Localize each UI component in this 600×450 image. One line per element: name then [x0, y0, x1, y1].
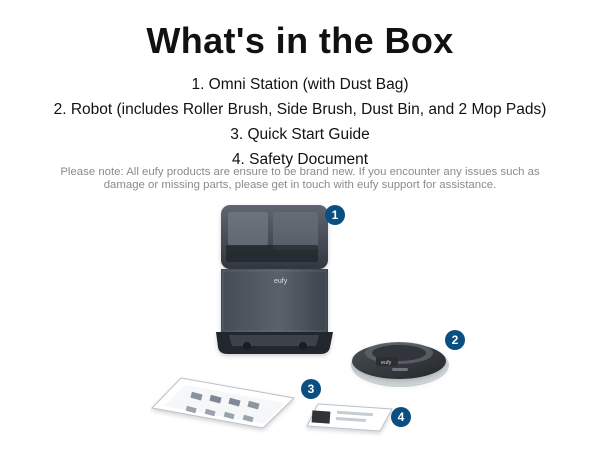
safety-text-line [335, 416, 367, 423]
station-wheel-right [299, 342, 307, 350]
safety-text-line [336, 410, 374, 417]
box-contents-illustration: eufy eufy [150, 205, 465, 432]
quick-start-guide [150, 377, 296, 429]
badge-1: 1 [325, 205, 345, 225]
station-body [221, 269, 328, 333]
safety-document [306, 403, 393, 432]
guide-image [209, 394, 222, 404]
badge-number: 4 [398, 410, 405, 424]
badge-number: 3 [308, 382, 315, 396]
station-ramp [229, 335, 319, 346]
station-wheel-left [243, 342, 251, 350]
badge-4: 4 [391, 407, 411, 427]
badge-number: 2 [452, 333, 459, 347]
badge-3: 3 [301, 379, 321, 399]
safety-qr-block [311, 410, 331, 424]
page-title: What's in the Box [146, 20, 454, 61]
robot-brand: eufy [381, 360, 392, 366]
robot-vacuum: eufy [351, 342, 449, 387]
list-item: 3. Quick Start Guide [230, 126, 370, 143]
guide-image [247, 400, 260, 410]
guide-image [190, 391, 203, 401]
station-brand: eufy [274, 278, 288, 285]
station-water-tank-right [273, 212, 318, 250]
list-item: 4. Safety Document [231, 151, 369, 168]
omni-station: eufy [216, 205, 333, 354]
list-item: 1. Omni Station (with Dust Bag) [191, 76, 409, 93]
station-window [226, 245, 318, 262]
list-item: 2. Robot (includes Roller Brush, Side Br… [53, 101, 547, 118]
guide-image [228, 397, 241, 407]
box-contents-list: 1. Omni Station (with Dust Bag) 2. Robot… [0, 72, 600, 172]
robot-side-brush [392, 368, 408, 371]
shipping-note: Please note: All eufy products are ensur… [60, 166, 540, 191]
badge-number: 1 [332, 208, 339, 222]
station-water-tank-left [228, 212, 268, 246]
station-body-outline [222, 270, 327, 332]
robot-bumper [376, 357, 398, 366]
badge-2: 2 [445, 330, 465, 350]
